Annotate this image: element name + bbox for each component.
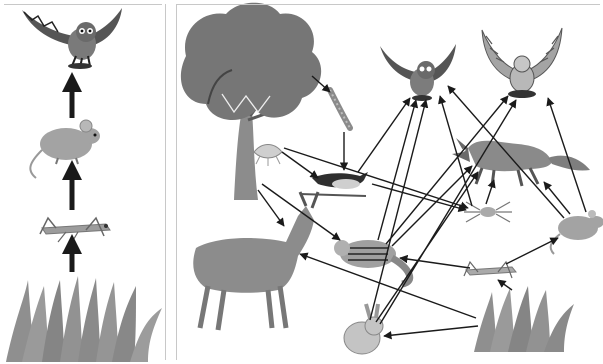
food-chain-canvas bbox=[0, 0, 166, 364]
food-web-panel bbox=[172, 0, 603, 364]
panel-left-border bbox=[176, 4, 177, 360]
arrow-grass-to-rabbit bbox=[384, 326, 478, 336]
arrow-grasshopper-to-mouse bbox=[506, 238, 558, 264]
mouse-icon bbox=[30, 120, 100, 178]
food-web-arrows bbox=[258, 76, 586, 336]
arrow-rabbit-to-owl bbox=[370, 100, 426, 320]
caterpillar-icon bbox=[330, 90, 350, 128]
owl-icon bbox=[380, 44, 456, 101]
arrow-tree-to-deer bbox=[258, 190, 284, 226]
grasshopper-icon bbox=[464, 262, 516, 278]
arrow-grasshopper-to-chipmunk bbox=[400, 258, 470, 268]
grass-icon bbox=[6, 276, 162, 362]
arrow-aphid-to-bird bbox=[282, 152, 318, 178]
arrow-chipmunk-to-owl bbox=[378, 100, 416, 240]
tree-icon bbox=[181, 3, 321, 200]
arrow-grass-to-grasshopper bbox=[498, 280, 512, 290]
rabbit-icon bbox=[344, 304, 383, 354]
panel-top-border bbox=[176, 4, 600, 5]
grasshopper-icon bbox=[40, 218, 110, 242]
owl-icon bbox=[22, 8, 122, 69]
panel-top-border bbox=[4, 4, 162, 5]
deer-icon bbox=[193, 192, 318, 330]
food-web-canvas bbox=[172, 0, 603, 364]
panel-right-border bbox=[165, 4, 166, 360]
bird-icon bbox=[300, 172, 368, 196]
hawk-icon bbox=[482, 28, 562, 98]
grass-icon bbox=[474, 286, 574, 352]
aphid-icon bbox=[254, 145, 282, 167]
mouse-icon bbox=[551, 210, 603, 254]
arrow-bird-to-owl bbox=[358, 98, 410, 172]
food-chain-panel bbox=[0, 0, 166, 364]
chipmunk-icon bbox=[334, 240, 410, 284]
arrow-spider-to-fox bbox=[486, 180, 494, 204]
